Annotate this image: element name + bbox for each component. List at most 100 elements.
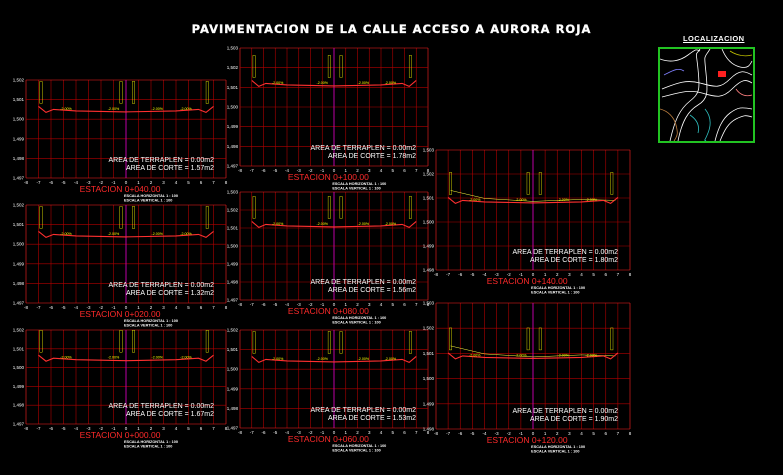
slope-label: -2.00%: [180, 107, 192, 111]
area-terraplen: AREA DE TERRAPLEN = 0.00m2: [109, 157, 215, 164]
scale-vertical: ESCALA VERTICAL 1 : 100: [332, 449, 380, 453]
x-tick-label: -3: [297, 430, 301, 435]
slope-label: -2.00%: [558, 353, 570, 357]
x-tick-label: 5: [592, 272, 595, 277]
x-tick-label: -2: [507, 431, 511, 436]
x-tick-label: -3: [86, 305, 90, 310]
y-tick-label: 1,501: [13, 346, 25, 351]
x-tick-label: -3: [495, 272, 499, 277]
y-tick-label: 1,500: [227, 367, 239, 372]
slope-label: -2.00%: [515, 198, 527, 202]
x-tick-label: 2: [356, 168, 359, 173]
x-tick-label: -1: [519, 431, 523, 436]
x-tick-label: 1: [344, 302, 347, 307]
x-tick-label: -4: [74, 305, 78, 310]
elevation-tag: [205, 206, 209, 229]
x-tick-label: 6: [403, 430, 406, 435]
x-tick-label: 3: [368, 302, 371, 307]
y-tick-label: 1,500: [227, 244, 239, 249]
grid: [239, 47, 429, 167]
x-tick-label: 3: [568, 272, 571, 277]
y-tick-label: 1,499: [227, 124, 239, 129]
scale-horizontal: ESCALA HORIZONTAL 1 : 100: [332, 444, 386, 448]
x-tick-label: -2: [308, 168, 312, 173]
slope-label: -2.00%: [180, 232, 192, 236]
pavement-line: [251, 355, 417, 364]
x-tick-label: 8: [225, 426, 228, 431]
x-tick-label: 1: [544, 272, 547, 277]
drawing-title: PAVIMENTACION DE LA CALLE ACCESO A AUROR…: [191, 22, 592, 36]
y-tick-label: 1,498: [423, 427, 435, 432]
elevation-tag: [39, 329, 43, 353]
area-terraplen: AREA DE TERRAPLEN = 0.00m2: [513, 408, 619, 415]
x-tick-label: 7: [415, 302, 418, 307]
slope-label: -2.00%: [385, 357, 397, 361]
y-tick-label: 1,502: [13, 328, 25, 333]
slope-label: -2.00%: [152, 356, 164, 360]
x-tick-label: -5: [61, 426, 65, 431]
x-tick-label: -3: [297, 302, 301, 307]
slope-label: -2.00%: [586, 353, 598, 357]
elevation-tag: [132, 81, 135, 104]
elevation-tag: [39, 206, 43, 229]
scale-vertical: ESCALA VERTICAL 1 : 100: [124, 199, 172, 203]
x-tick-label: -6: [261, 168, 265, 173]
x-tick-label: -6: [261, 302, 265, 307]
x-tick-label: 1: [344, 168, 347, 173]
station-label: ESTACION 0+020.00: [80, 309, 161, 319]
elevation-tag: [526, 172, 530, 195]
x-tick-label: 3: [568, 431, 571, 436]
location-map: [658, 47, 755, 143]
slope-label: -2.00%: [317, 222, 329, 226]
y-tick-label: 1,502: [13, 203, 25, 208]
x-tick-label: -4: [285, 168, 289, 173]
elevation-tag: [538, 172, 542, 195]
x-tick-label: -3: [495, 431, 499, 436]
elevation-tag: [327, 331, 331, 354]
y-tick-label: 1,499: [13, 384, 25, 389]
x-tick-label: -5: [273, 430, 277, 435]
slope-label: -2.00%: [515, 353, 527, 357]
elevation-tag: [252, 331, 256, 354]
y-tick-label: 1,500: [13, 365, 25, 370]
elevation-tag: [205, 81, 209, 104]
x-tick-label: 6: [200, 180, 203, 185]
x-tick-label: -2: [99, 180, 103, 185]
slope-label: -2.00%: [358, 222, 370, 226]
y-tick-label: 1,498: [13, 403, 25, 408]
x-tick-label: 5: [391, 168, 394, 173]
x-tick-label: -1: [111, 426, 115, 431]
y-tick-label: 1,502: [227, 65, 239, 70]
area-corte: AREA DE CORTE = 1.78m2: [328, 153, 416, 160]
x-tick-label: 5: [187, 305, 190, 310]
station-label: ESTACION 0+120.00: [487, 435, 568, 445]
x-tick-label: -7: [446, 272, 450, 277]
x-tick-label: -8: [24, 426, 28, 431]
road-profile: -2.00%-2.00%-2.00%-2.00%: [251, 55, 417, 88]
y-tick-label: 1,503: [227, 46, 239, 51]
x-tick-label: -5: [273, 302, 277, 307]
x-tick-label: -7: [36, 180, 40, 185]
elevation-tag: [132, 206, 135, 229]
area-terraplen: AREA DE TERRAPLEN = 0.00m2: [109, 282, 215, 289]
x-tick-label: -7: [250, 430, 254, 435]
y-tick-label: 1,501: [423, 196, 435, 201]
y-tick-label: 1,501: [227, 226, 239, 231]
x-tick-label: 8: [225, 180, 228, 185]
y-tick-label: 1,500: [13, 117, 25, 122]
x-tick-label: -6: [49, 180, 53, 185]
scale-vertical: ESCALA VERTICAL 1 : 100: [531, 291, 579, 295]
x-tick-label: 1: [137, 180, 140, 185]
x-tick-label: -3: [86, 426, 90, 431]
x-tick-label: -1: [320, 168, 324, 173]
road-profile: -2.00%-2.00%-2.00%-2.00%: [447, 172, 619, 205]
area-corte: AREA DE CORTE = 1.90m2: [530, 416, 618, 423]
x-tick-label: -5: [470, 272, 474, 277]
scale-vertical: ESCALA VERTICAL 1 : 100: [124, 324, 172, 328]
y-tick-label: 1,502: [13, 78, 25, 83]
x-tick-label: -5: [273, 168, 277, 173]
x-tick-label: -8: [238, 302, 242, 307]
x-tick-label: 5: [187, 180, 190, 185]
